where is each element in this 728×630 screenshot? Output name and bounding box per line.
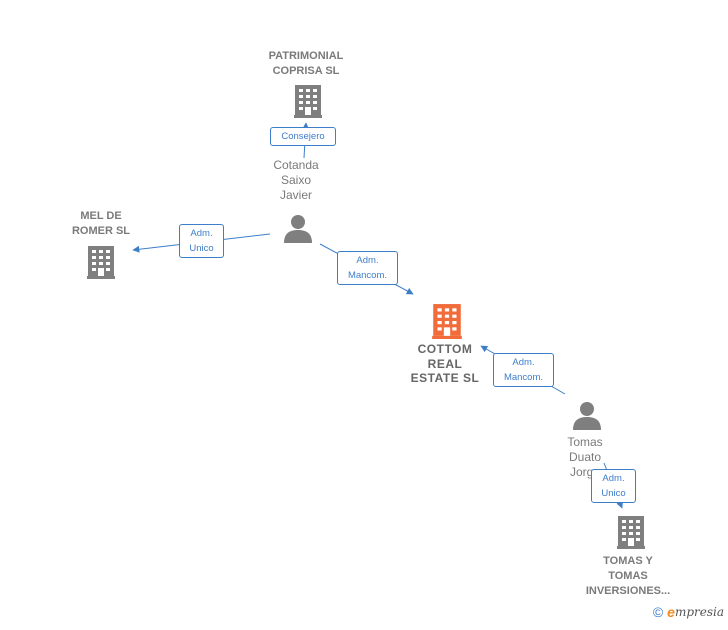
edge-label-adm-unico-tomas: Adm. Unico [591,469,636,503]
building-icon[interactable] [617,516,645,549]
building-icon[interactable] [294,85,322,118]
brand-initial: e [667,604,675,620]
person-icon[interactable] [284,215,312,243]
person-icon[interactable] [573,402,601,430]
edge-label-adm-unico-mel: Adm. Unico [179,224,224,258]
edge-label-adm-mancom-tomas: Adm. Mancom. [493,353,554,387]
edge-label-consejero: Consejero [270,127,336,146]
edge-label-adm-mancom-cotanda: Adm. Mancom. [337,251,398,285]
node-label-cotanda-saixo-javier[interactable]: Cotanda Saixo Javier [273,158,319,202]
node-label-patrimonial-coprisa[interactable]: PATRIMONIAL COPRISA SL [268,50,344,77]
brand-name: mpresia [674,605,724,619]
building-icon[interactable] [432,304,462,339]
copyright-symbol: © [652,604,664,620]
node-label-mel-de-romer[interactable]: MEL DE ROMER SL [71,210,131,237]
building-icon[interactable] [87,246,115,279]
node-label-tomas-y-tomas-inversiones[interactable]: TOMAS Y TOMAS INVERSIONES... [585,555,671,597]
node-label-cottom-real-estate[interactable]: COTTOM REAL ESTATE SL [410,342,480,385]
